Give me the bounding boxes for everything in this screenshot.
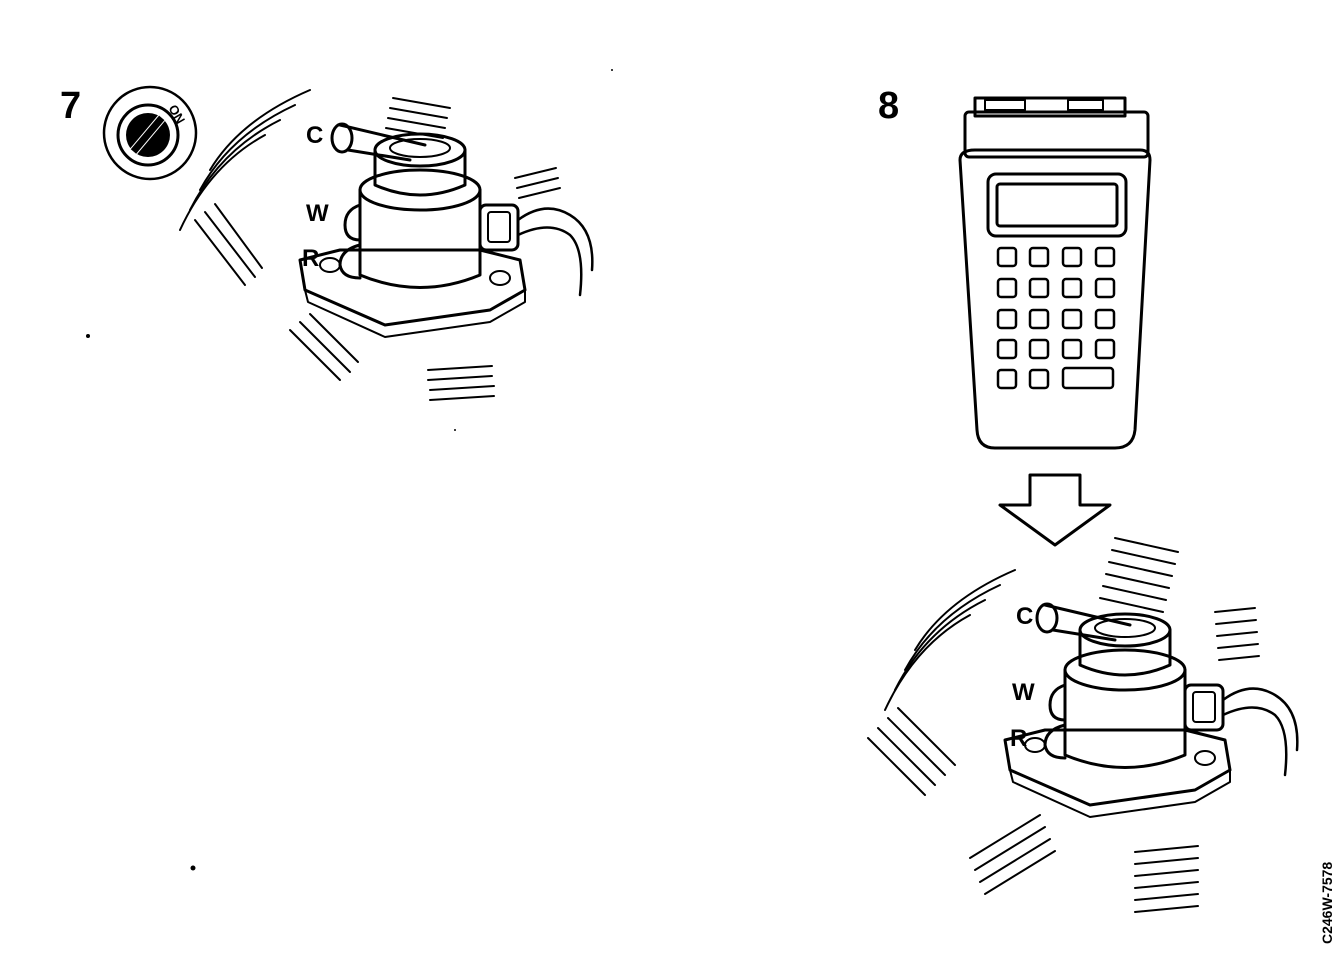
step-7: 7 ON C W R (60, 85, 594, 401)
valve-unit-8 (883, 568, 1299, 819)
wire-label-c: C (306, 122, 323, 149)
wire-label-c: C (1016, 603, 1033, 630)
handheld-tester-icon (958, 96, 1152, 450)
step-number: 8 (878, 85, 899, 127)
wire-label-r: R (302, 245, 319, 272)
figure-code: C246W-7578 (1319, 862, 1335, 944)
ignition-switch-icon: ON (102, 85, 198, 181)
speck-marks (86, 69, 613, 871)
step-8: 8 (867, 85, 1299, 913)
wire-label-r: R (1010, 725, 1027, 752)
down-arrow-icon (998, 473, 1112, 547)
wire-label-w: W (1012, 679, 1035, 706)
vibration-lines (867, 537, 1260, 913)
step-number: 7 (60, 85, 81, 127)
vibration-lines (194, 97, 561, 401)
ignition-on-label: ON (165, 102, 188, 126)
wire-label-w: W (306, 200, 329, 227)
